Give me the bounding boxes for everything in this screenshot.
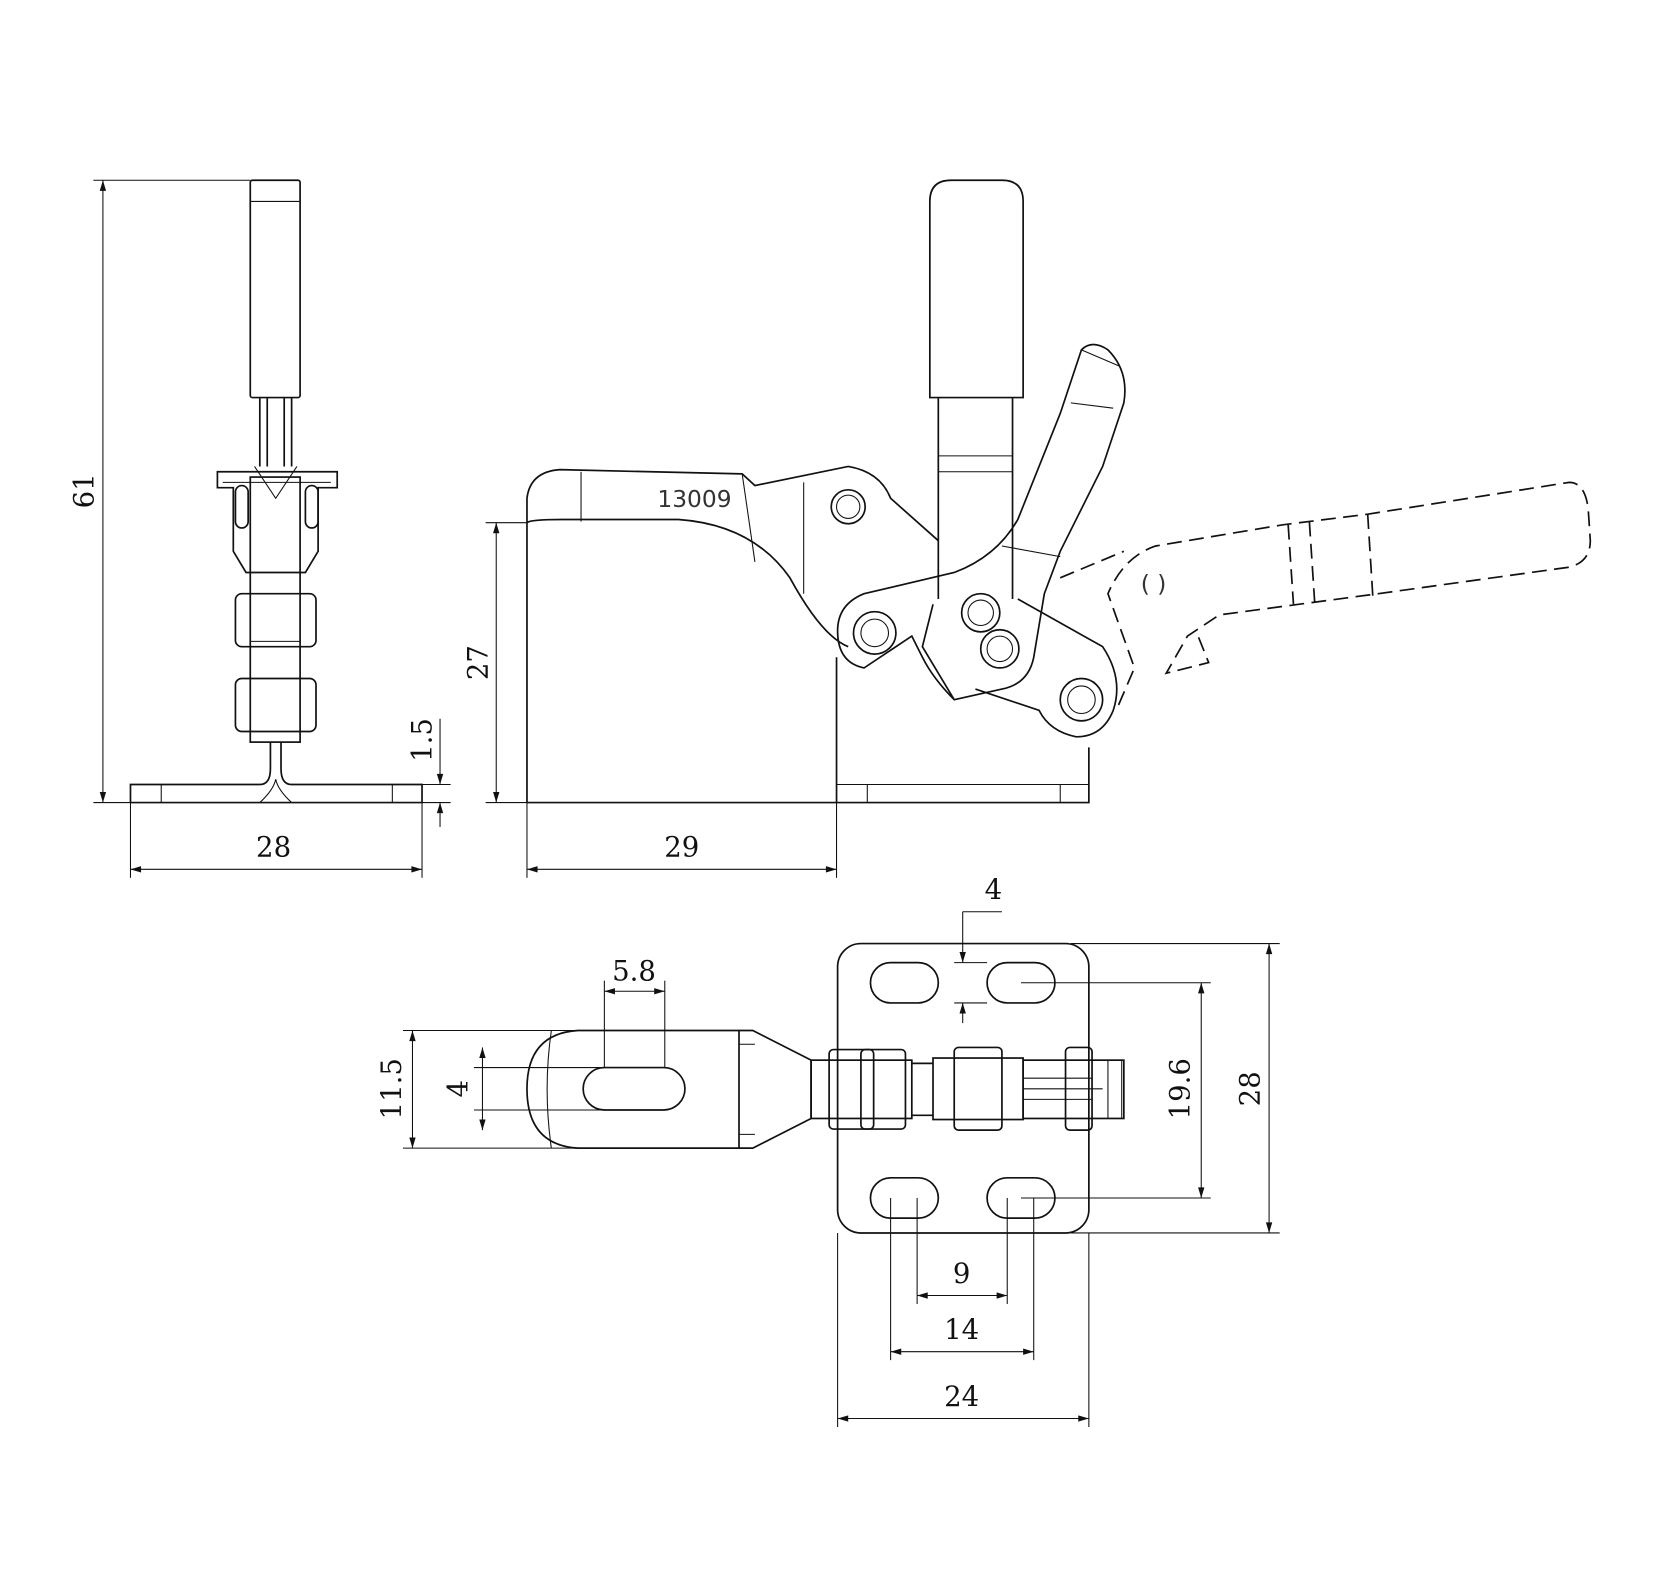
dimension-plate-height: 28 xyxy=(1070,943,1280,1234)
dimension-base-height: 27 xyxy=(463,522,527,804)
dimension-base-thickness: 1.5 xyxy=(407,718,451,827)
dim-label-28-side: 28 xyxy=(256,832,291,864)
dim-label-19-6: 19.6 xyxy=(1165,1058,1197,1119)
dim-label-4-arm: 4 xyxy=(443,1080,475,1098)
dimension-arm-slot-width: 4 xyxy=(443,1047,605,1131)
dim-label-14: 14 xyxy=(944,1314,979,1346)
dimension-arm-width: 11.5 xyxy=(376,1029,578,1149)
dimension-base-length: 29 xyxy=(526,802,838,878)
side-view xyxy=(129,179,423,804)
dim-label-5-8: 5.8 xyxy=(612,956,656,988)
part-number-marking: 13009 xyxy=(657,486,731,513)
dim-label-9: 9 xyxy=(953,1258,971,1290)
top-view xyxy=(526,942,1125,1234)
dim-label-11-5: 11.5 xyxy=(376,1058,408,1119)
dim-label-29: 29 xyxy=(664,832,699,864)
dimension-slot-inner-spacing: 9 xyxy=(916,1197,1008,1304)
dim-label-4-top: 4 xyxy=(985,874,1003,906)
dimension-arm-slot-length: 5.8 xyxy=(603,956,666,1068)
dimension-overall-height: 61 xyxy=(68,179,251,804)
dim-label-27: 27 xyxy=(463,645,495,680)
front-view: 13009 ( ) xyxy=(526,179,1592,804)
dashed-pin-mark: ( ) xyxy=(1141,571,1167,598)
dim-label-61: 61 xyxy=(68,473,100,508)
dim-label-28-plate: 28 xyxy=(1235,1071,1267,1106)
dim-label-1-5: 1.5 xyxy=(407,718,439,762)
dimension-slot-outer-spacing: 14 xyxy=(890,1197,1035,1361)
dim-label-24: 24 xyxy=(944,1381,979,1413)
dimension-plate-width: 24 xyxy=(837,1232,1090,1427)
dimension-base-width: 28 xyxy=(129,802,423,878)
dimension-slot-edge-offset: 4 xyxy=(954,874,1003,1024)
dimension-hole-spacing: 19.6 xyxy=(1021,982,1211,1199)
